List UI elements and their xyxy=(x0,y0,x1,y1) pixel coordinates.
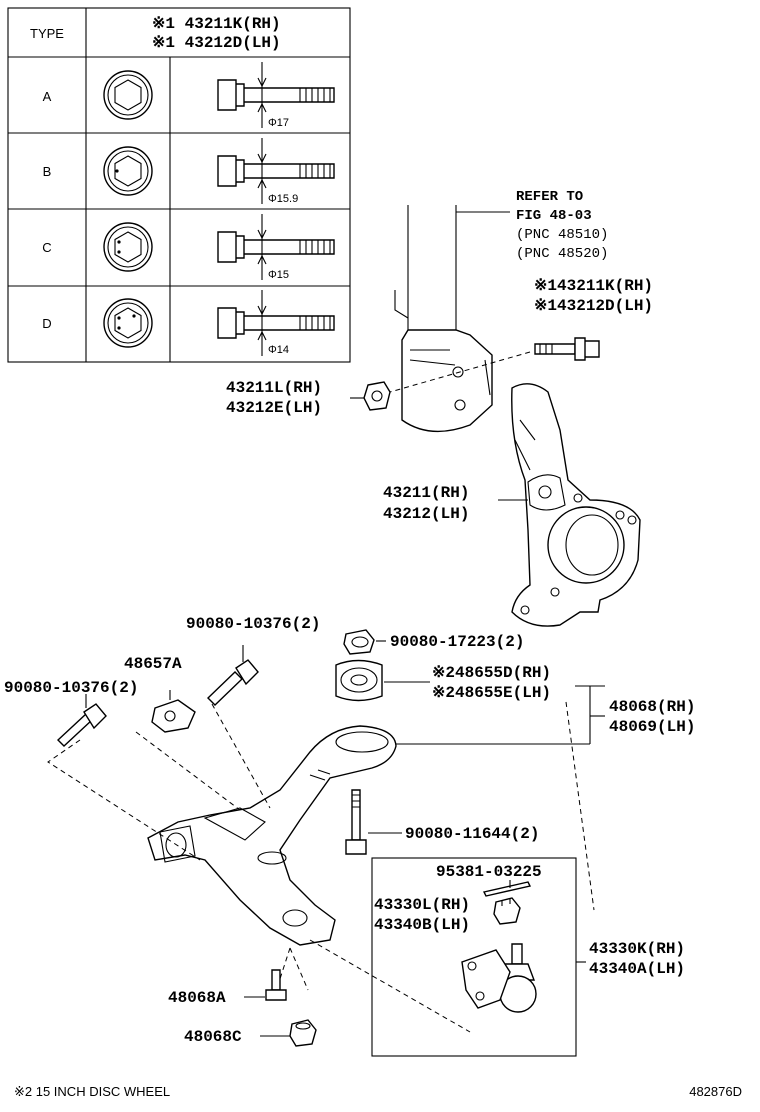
nut-90080-17223-part xyxy=(343,629,375,655)
label-bolt-upper-lh: ※143212D(LH) xyxy=(534,297,653,315)
table-row-type-a: A xyxy=(43,89,52,104)
label-nut-48068c: 48068C xyxy=(184,1028,242,1046)
label-ball-joint-lh: 43340A(LH) xyxy=(589,960,685,978)
label-nut-ball-lh: 43340B(LH) xyxy=(374,916,470,934)
hex-head-three-dots-icon xyxy=(103,298,153,348)
label-knuckle-rh: 43211(RH) xyxy=(383,484,469,502)
cotter-pin-part xyxy=(482,880,532,897)
bolt-side-icon xyxy=(217,62,335,128)
table-type-header: TYPE xyxy=(30,26,64,41)
bolt-side-icon xyxy=(217,214,335,280)
label-arm-rh: 48068(RH) xyxy=(609,698,695,716)
svg-text:REFER TO: REFER TO xyxy=(516,189,583,205)
table-row-diameter-d: Φ14 xyxy=(268,344,289,356)
label-nut-upper-rh: 43211L(RH) xyxy=(226,379,322,397)
figure-code: 482876D xyxy=(689,1084,742,1099)
bolt-90080-11644-part xyxy=(345,789,367,855)
bolt-90080-10376-left-part xyxy=(56,694,107,747)
label-bolt-90080-11644: 90080-11644(2) xyxy=(405,825,539,843)
label-bushing-rh: ※248655D(RH) xyxy=(432,664,551,682)
nut-48068c-part xyxy=(289,1019,317,1047)
table-row-diameter-b: Φ15.9 xyxy=(268,193,298,205)
upper-nut-part xyxy=(363,381,391,411)
svg-text:(PNC 48510): (PNC 48510) xyxy=(516,227,608,243)
table-row-type-d: D xyxy=(42,316,51,331)
table-row-diameter-a: Φ17 xyxy=(268,117,289,129)
bushing-48655-part xyxy=(335,659,383,702)
bolt-side-icon xyxy=(217,290,335,356)
label-nut-ball-rh: 43330L(RH) xyxy=(374,896,470,914)
label-cotter-pin: 95381-03225 xyxy=(436,863,542,881)
table-row-type-b: B xyxy=(43,164,52,179)
upper-bolt-part xyxy=(389,337,600,393)
svg-text:(PNC 48520): (PNC 48520) xyxy=(516,246,608,262)
label-nut-90080-17223: 90080-17223(2) xyxy=(390,633,524,651)
hex-head-icon xyxy=(103,70,153,120)
svg-text:FIG 48-03: FIG 48-03 xyxy=(516,208,592,224)
table-header-rh: ※1 43211K(RH) xyxy=(152,15,281,33)
bolt-90080-10376-upper-part xyxy=(207,645,259,706)
ball-joint-group-box xyxy=(371,857,577,1057)
bolt-side-icon xyxy=(217,138,335,204)
label-bushing-lh: ※248655E(LH) xyxy=(432,684,551,702)
bracket-48657a-part xyxy=(151,690,196,733)
label-knuckle-lh: 43212(LH) xyxy=(383,505,469,523)
ball-joint-part xyxy=(461,943,537,1013)
castle-nut-part xyxy=(493,897,521,925)
hex-head-two-dots-icon xyxy=(103,222,153,272)
label-bolt-90080-10376-b: 90080-10376(2) xyxy=(4,679,138,697)
label-nut-upper-lh: 43212E(LH) xyxy=(226,399,322,417)
refer-to-note: REFER TO FIG 48-03 (PNC 48510) (PNC 4852… xyxy=(516,189,608,262)
strut-assembly-drawing xyxy=(394,205,510,433)
table-row-type-c: C xyxy=(42,240,51,255)
table-header-lh: ※1 43212D(LH) xyxy=(152,34,281,52)
label-bolt-upper-rh: ※143211K(RH) xyxy=(534,277,653,295)
bolt-type-table: TYPE ※1 43211K(RH) ※1 43212D(LH) A Φ17 B xyxy=(7,7,351,363)
label-bracket-48657a: 48657A xyxy=(124,655,182,673)
lower-control-arm-part xyxy=(147,725,397,946)
footer-note: ※2 15 INCH DISC WHEEL xyxy=(14,1084,170,1099)
table-row-diameter-c: Φ15 xyxy=(268,269,289,281)
label-bolt-90080-10376-a: 90080-10376(2) xyxy=(186,615,320,633)
hex-head-dot-icon xyxy=(103,146,153,196)
label-bolt-48068a: 48068A xyxy=(168,989,226,1007)
label-ball-joint-rh: 43330K(RH) xyxy=(589,940,685,958)
steering-knuckle-part xyxy=(511,383,641,627)
label-arm-lh: 48069(LH) xyxy=(609,718,695,736)
bolt-48068a-part xyxy=(265,969,287,1001)
